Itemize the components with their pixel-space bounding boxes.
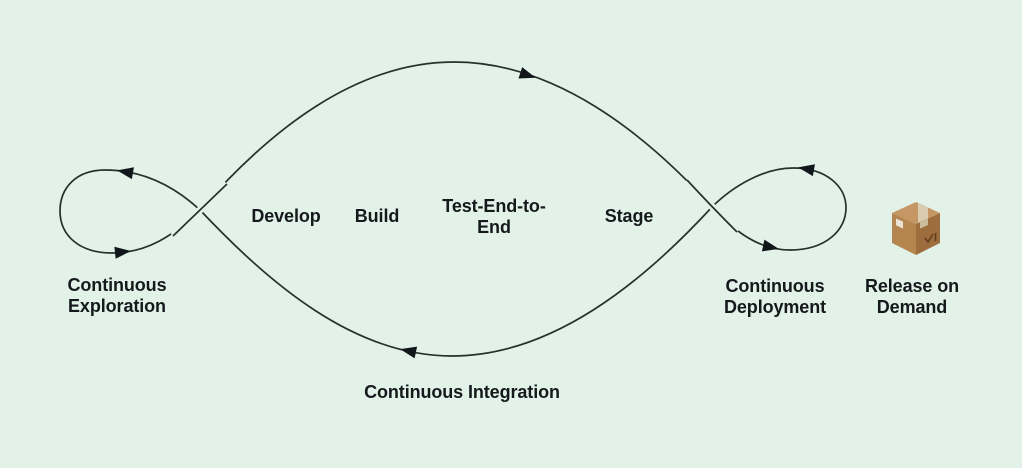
phase-label-continuous-exploration: Continuous Exploration	[67, 275, 167, 316]
package-print-mark	[924, 233, 934, 244]
right-crossing-over-strand	[686, 179, 738, 233]
phase-label-continuous-deployment: Continuous Deployment	[723, 276, 827, 317]
stage-label-develop: Develop	[251, 206, 321, 226]
bottom-arc-arrow-icon	[400, 346, 418, 359]
left-crossing-over-strand	[172, 183, 228, 237]
exploration-loop-bottom-arrow-icon	[114, 246, 131, 259]
package-box-icon	[892, 202, 940, 255]
phase-label-release-on-demand: Release on Demand	[864, 276, 960, 317]
package-shipping-label	[896, 218, 903, 229]
package-tape-flap	[920, 218, 928, 229]
package-tape-strip	[918, 202, 928, 224]
deployment-loop-bottom-arrow-icon	[761, 239, 779, 252]
stage-label-stage: Stage	[604, 206, 654, 226]
deployment-loop-top-arrow-icon	[798, 164, 815, 177]
exploration-loop-top-arrow-icon	[117, 167, 134, 180]
stage-label-build: Build	[354, 206, 400, 226]
flow-arrowheads	[114, 67, 815, 359]
phase-label-continuous-integration: Continuous Integration	[364, 382, 560, 402]
stage-label-test-end-to-end: Test-End-to-End	[442, 196, 546, 237]
top-arc-arrow-icon	[518, 67, 536, 79]
